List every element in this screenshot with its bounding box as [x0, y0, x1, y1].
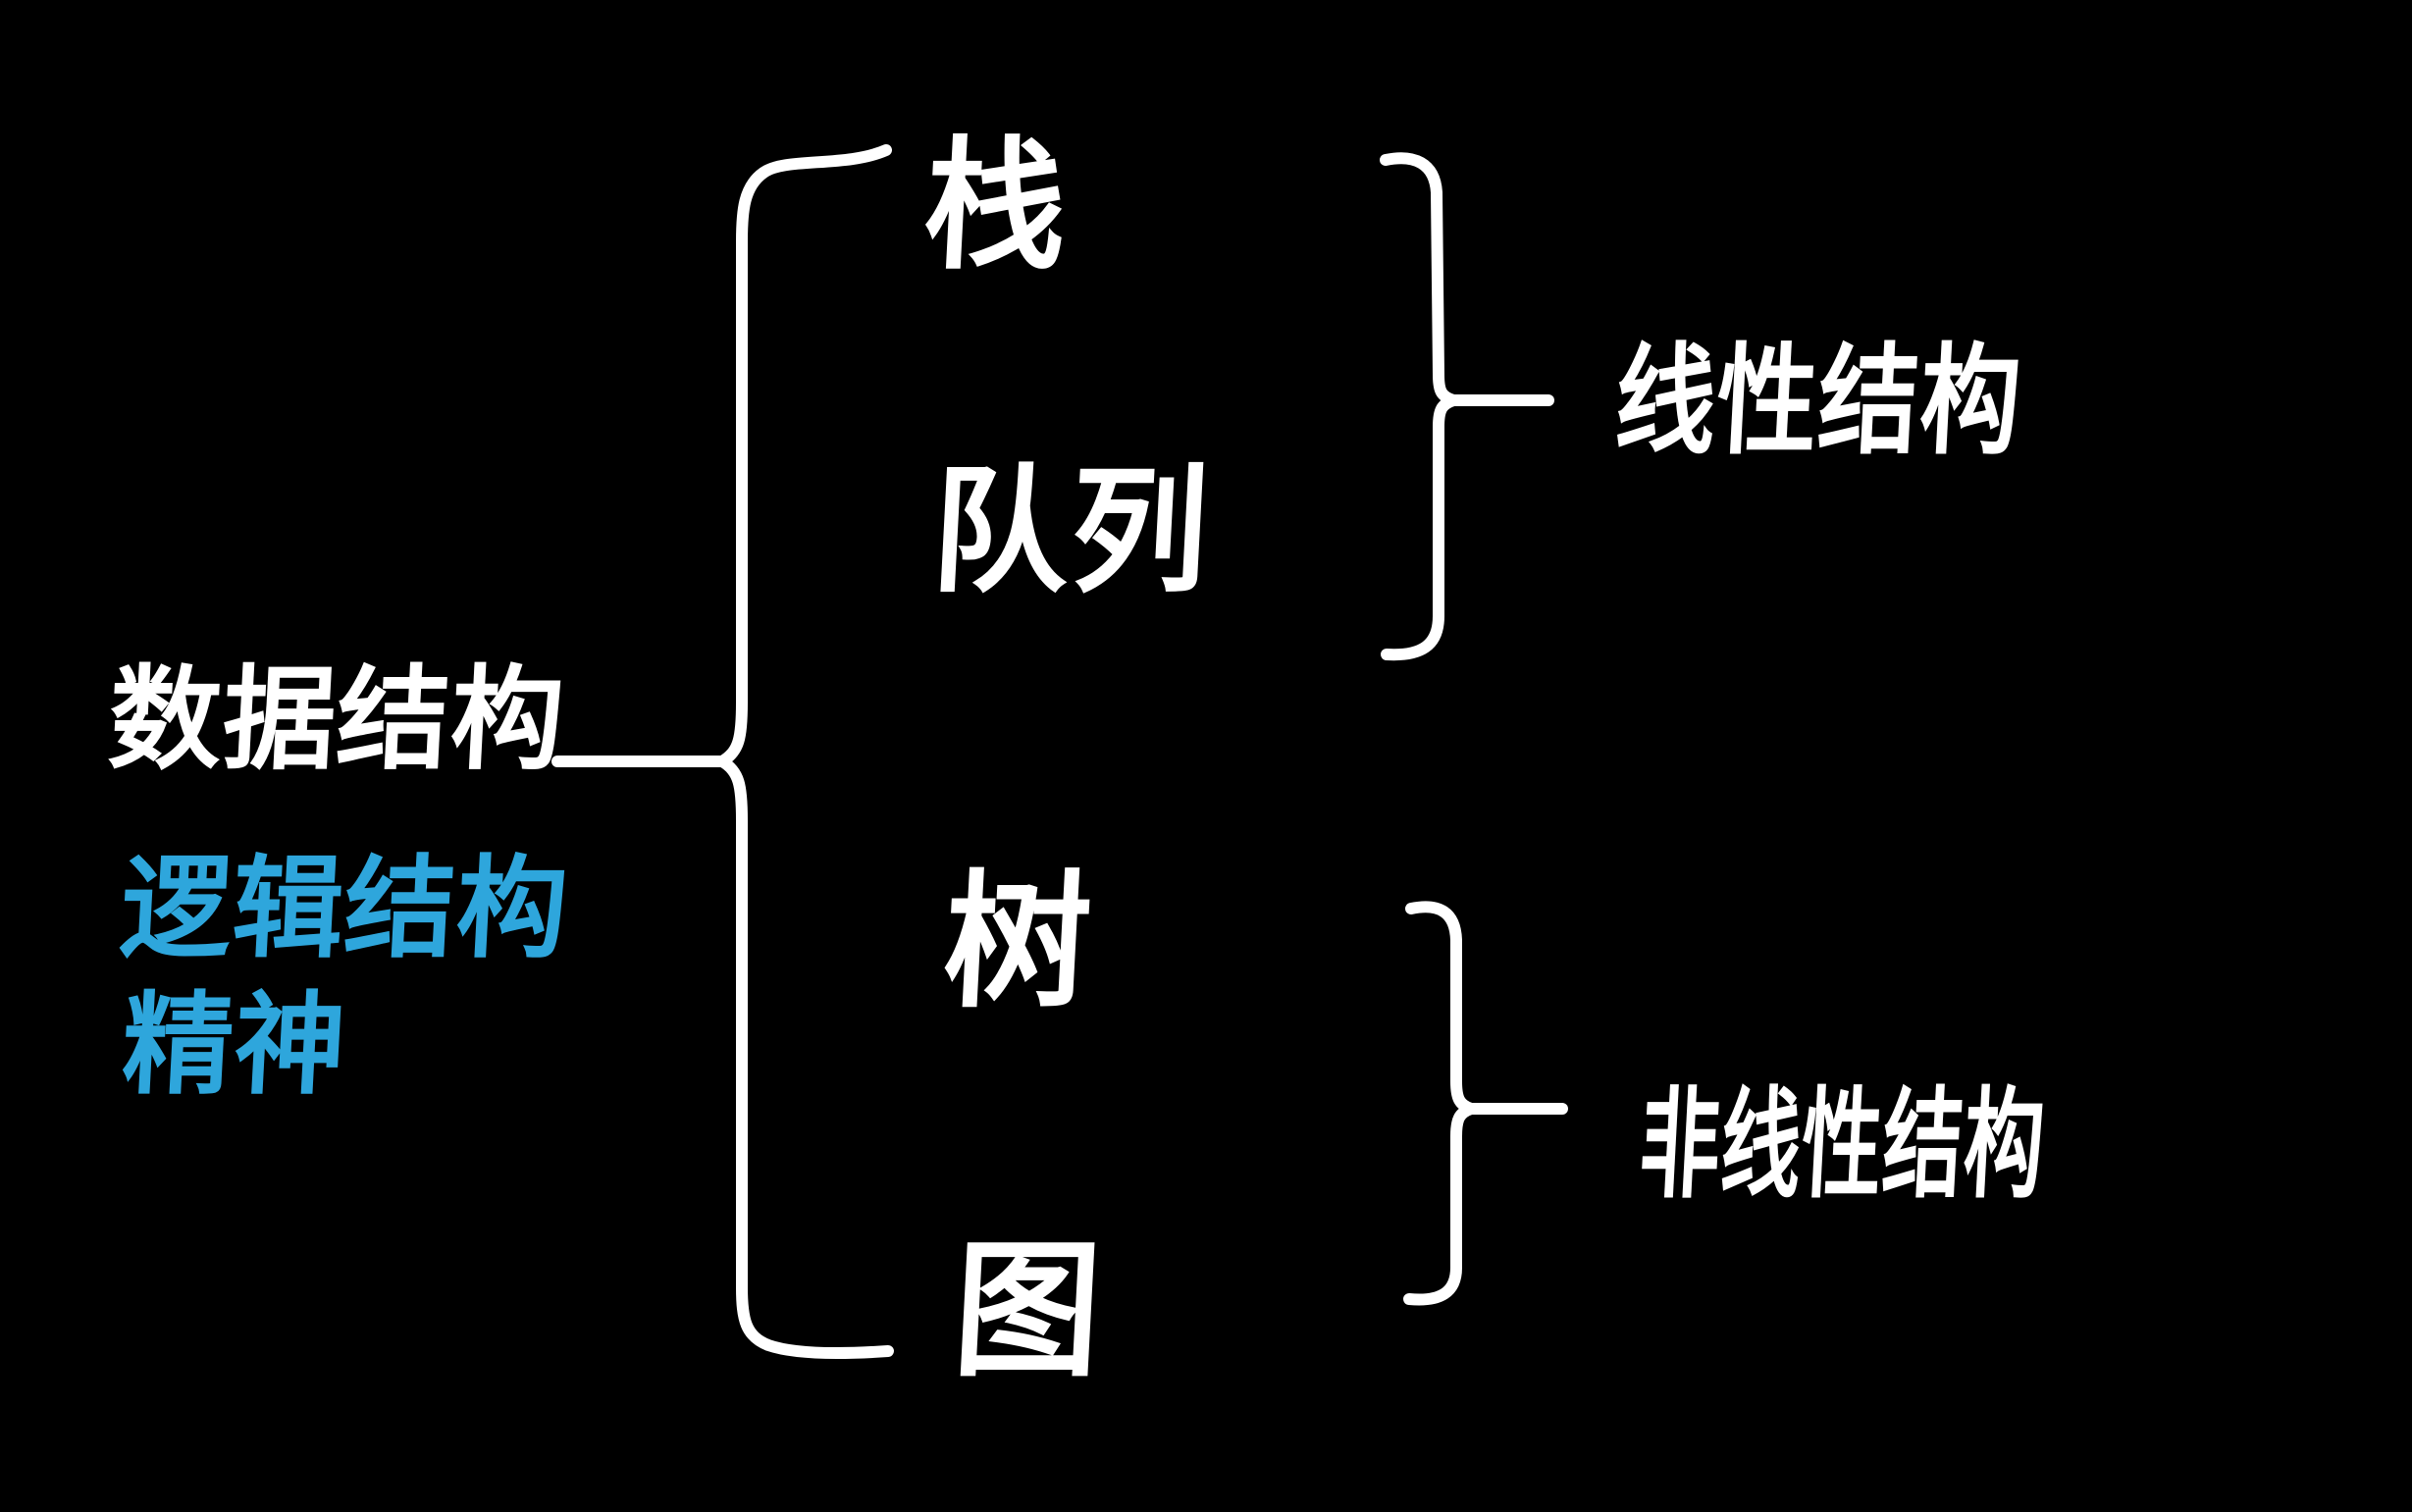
annotation-spirit: 精神: [119, 979, 350, 1110]
annotation-logical-structure: 逻辑结构: [117, 843, 572, 973]
left-brace: [716, 144, 894, 1360]
group-nonlinear-structure-label: 非线性结构: [1636, 1073, 2049, 1215]
item-queue-label: 队列: [927, 451, 1214, 612]
linear-group-bracket: [1380, 152, 1459, 661]
nonlinear-group-bracket: [1403, 901, 1477, 1306]
item-stack-label: 栈: [919, 123, 1073, 289]
group-linear-structure-label: 线性结构: [1611, 330, 2025, 471]
item-tree-label: 树: [939, 856, 1098, 1028]
item-graph-label: 图: [949, 1225, 1108, 1397]
root-node-label: 数据结构: [105, 653, 569, 786]
